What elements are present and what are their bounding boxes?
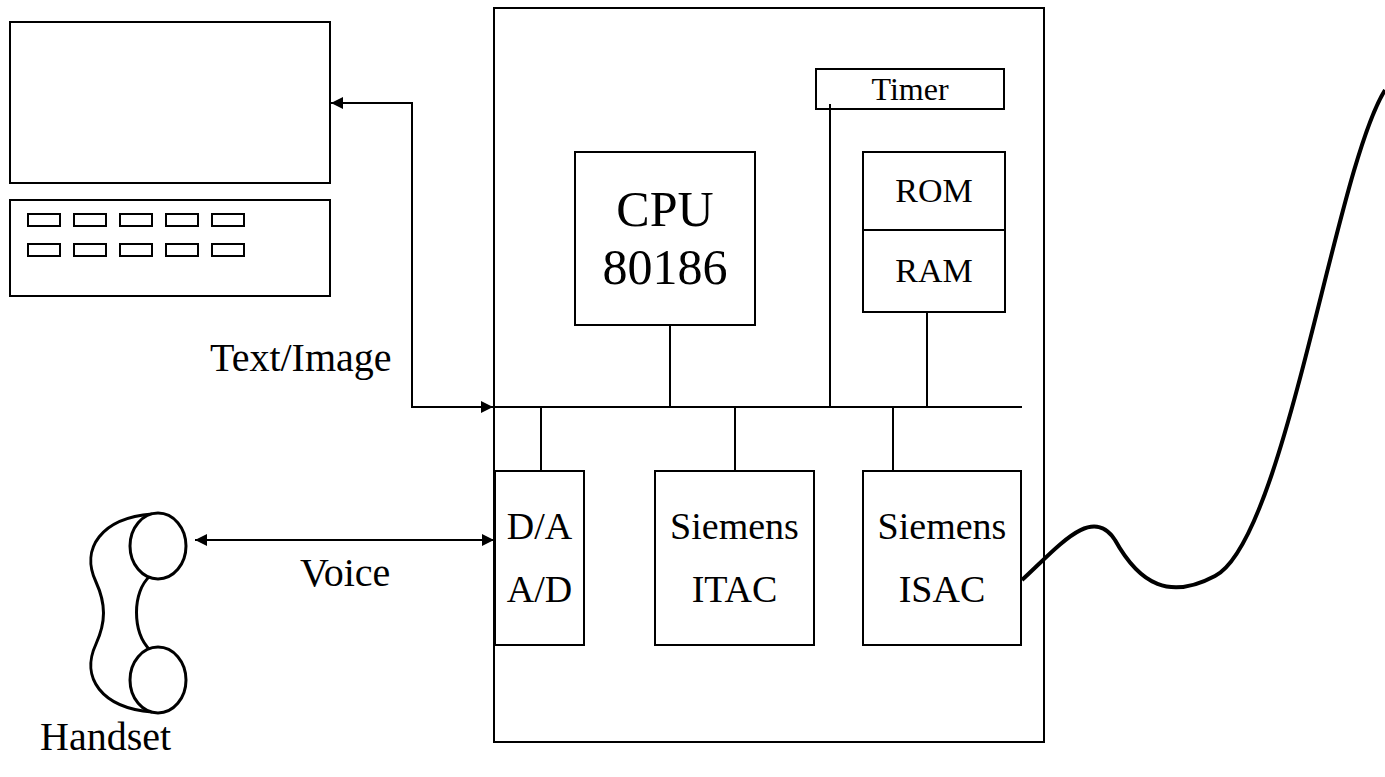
line-cable: [1022, 90, 1385, 587]
converter-box: D/A A/D: [494, 470, 585, 646]
bus-stubs: [541, 104, 927, 470]
edge-label: Voice: [300, 553, 390, 593]
rom-box: ROM: [862, 151, 1006, 231]
monitor-screen: [10, 22, 330, 183]
board-outline: [494, 8, 1044, 742]
keyboard: [10, 200, 330, 296]
chip-box: Siemens ISAC: [862, 470, 1022, 646]
node-text: CPU 80186: [580, 181, 750, 296]
handset-icon: [40, 510, 195, 715]
node-text: Timer: [871, 73, 948, 105]
node-text: Handset: [40, 715, 171, 759]
handset-node: Handset: [40, 510, 195, 759]
node-text: RAM: [895, 252, 972, 289]
ram-box: RAM: [862, 229, 1006, 313]
timer-box: Timer: [815, 68, 1005, 110]
system-bus: [494, 406, 1022, 408]
node-text: D/A A/D: [500, 495, 579, 620]
signal-arrow: [195, 539, 494, 541]
chip-box: Siemens ITAC: [654, 470, 815, 646]
node-text: ROM: [895, 172, 972, 209]
node-text: Siemens ISAC: [868, 495, 1016, 620]
link-label: Text/Image: [210, 338, 392, 378]
node-text: Siemens ITAC: [660, 495, 809, 620]
cpu-box: CPU 80186: [574, 151, 756, 326]
